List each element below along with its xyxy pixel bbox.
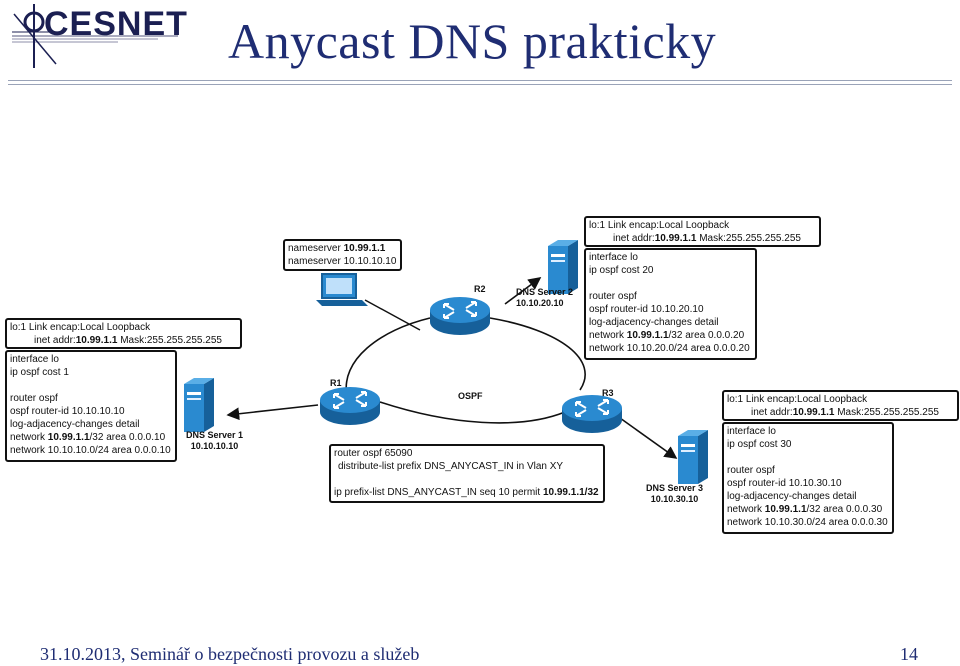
s3-rt4-ip: 10.99.1.1 — [764, 504, 807, 515]
s3-lo-head: lo:1 Link encap:Local Loopback — [727, 394, 868, 405]
s3-rt4-prefix: network — [727, 504, 765, 515]
s2-rt3: log-adjacency-changes detail — [589, 317, 719, 328]
s2-lo-inet-ip: 10.99.1.1 — [654, 233, 697, 244]
s2-rt5: network 10.10.20.0/24 area 0.0.0.20 — [589, 343, 750, 354]
s2-if2: ip ospf cost 20 — [589, 265, 654, 276]
ns1-ip: 10.99.1.1 — [343, 243, 386, 254]
server-2-name: DNS Server 2 — [516, 287, 574, 297]
link-client-r2 — [364, 299, 421, 331]
ns1-prefix: nameserver — [288, 243, 344, 254]
server-3-name: DNS Server 3 — [646, 483, 704, 493]
s1-rt4-ip: 10.99.1.1 — [47, 432, 90, 443]
r1-cfg-line2: distribute-list prefix DNS_ANYCAST_IN in… — [338, 461, 564, 472]
router-r3-icon — [561, 394, 623, 434]
s2-lo-head: lo:1 Link encap:Local Loopback — [589, 220, 730, 231]
s1-rt2: ospf router-id 10.10.10.10 — [10, 406, 125, 417]
footer-text: 31.10.2013, Seminář o bezpečnosti provoz… — [40, 644, 420, 664]
s1-lo-head: lo:1 Link encap:Local Loopback — [10, 322, 151, 333]
cesnet-logo-mark — [12, 4, 178, 68]
server-1-icon — [184, 378, 214, 432]
s2-lo-mask: Mask:255.255.255.255 — [696, 233, 801, 244]
s2-lo-inet-prefix: inet addr: — [613, 233, 655, 244]
router-r3-label: R3 — [602, 388, 614, 398]
s1-rt1: router ospf — [10, 393, 58, 404]
s1-if2: ip ospf cost 1 — [10, 367, 69, 378]
s3-rt1: router ospf — [727, 465, 775, 476]
server-1-label: DNS Server 1 10.10.10.10 — [186, 430, 243, 452]
cesnet-logo: CESNET — [8, 2, 188, 68]
s3-rt4-suffix: /32 area 0.0.0.30 — [806, 504, 883, 515]
s2-rt2: ospf router-id 10.10.20.10 — [589, 304, 704, 315]
s3-lo-inet-ip: 10.99.1.1 — [792, 407, 835, 418]
s2-rt4-prefix: network — [589, 330, 627, 341]
s2-if1: interface lo — [589, 252, 638, 263]
header-divider-2 — [8, 84, 952, 85]
s3-loopback-box: lo:1 Link encap:Local Loopback inet addr… — [722, 390, 959, 421]
s3-lo-mask: Mask:255.255.255.255 — [834, 407, 939, 418]
server-3-icon — [678, 430, 708, 484]
s1-lo-inet-prefix: inet addr: — [34, 335, 76, 346]
s1-lo-inet-ip: 10.99.1.1 — [75, 335, 118, 346]
s1-lo-mask: Mask:255.255.255.255 — [117, 335, 222, 346]
ns2-line: nameserver 10.10.10.10 — [288, 256, 397, 267]
header-divider — [8, 80, 952, 81]
s1-quagga-box: interface lo ip ospf cost 1 router ospf … — [5, 350, 177, 462]
s3-lo-inet-prefix: inet addr: — [751, 407, 793, 418]
s3-rt3: log-adjacency-changes detail — [727, 491, 857, 502]
r1-cfg-line3-prefix: ip prefix-list DNS_ANYCAST_IN seq 10 per… — [334, 487, 543, 498]
link-r2-r3 — [489, 317, 586, 391]
page-title: Anycast DNS prakticky — [228, 13, 717, 69]
s2-rt4-ip: 10.99.1.1 — [626, 330, 669, 341]
s1-if1: interface lo — [10, 354, 59, 365]
router-r1-icon — [319, 386, 381, 426]
s2-quagga-box: interface lo ip ospf cost 20 router ospf… — [584, 248, 757, 360]
s3-rt5: network 10.10.30.0/24 area 0.0.0.30 — [727, 517, 888, 528]
s1-rt3: log-adjacency-changes detail — [10, 419, 140, 430]
s1-rt4-suffix: /32 area 0.0.0.10 — [89, 432, 166, 443]
client-resolv-box: nameserver 10.99.1.1 nameserver 10.10.10… — [283, 239, 402, 271]
link-r2-s2 — [504, 277, 542, 305]
link-r3-s3 — [619, 417, 678, 459]
server-3-ip: 10.10.30.10 — [650, 494, 699, 504]
server-2-icon — [548, 240, 578, 294]
link-r1-r3 — [379, 401, 566, 424]
s3-rt2: ospf router-id 10.10.30.10 — [727, 478, 842, 489]
server-2-ip: 10.10.20.10 — [516, 298, 564, 308]
r1-config-box: router ospf 65090 distribute-list prefix… — [329, 444, 605, 503]
client-pc-icon — [316, 273, 368, 306]
ospf-label: OSPF — [458, 391, 483, 401]
link-r1-s1 — [226, 404, 319, 421]
logo-text: CESNET — [44, 5, 188, 43]
server-3-label: DNS Server 3 10.10.30.10 — [646, 483, 703, 505]
router-r2-label: R2 — [474, 284, 486, 294]
page-number: 14 — [900, 644, 918, 664]
s1-loopback-box: lo:1 Link encap:Local Loopback inet addr… — [5, 318, 242, 349]
s2-rt1: router ospf — [589, 291, 637, 302]
server-1-name: DNS Server 1 — [186, 430, 244, 440]
s3-quagga-box: interface lo ip ospf cost 30 router ospf… — [722, 422, 894, 534]
s3-if1: interface lo — [727, 426, 776, 437]
s3-if2: ip ospf cost 30 — [727, 439, 792, 450]
r1-cfg-line3-ip: 10.99.1.1/32 — [542, 487, 599, 498]
router-r2-icon — [429, 296, 491, 336]
server-1-ip: 10.10.10.10 — [190, 441, 239, 451]
s1-rt5: network 10.10.10.0/24 area 0.0.0.10 — [10, 445, 171, 456]
server-2-label: DNS Server 2 10.10.20.10 — [516, 287, 573, 309]
s2-loopback-box: lo:1 Link encap:Local Loopback inet addr… — [584, 216, 821, 247]
link-r1-r2 — [345, 317, 431, 397]
r1-cfg-line1: router ospf 65090 — [334, 448, 413, 459]
router-r1-label: R1 — [330, 378, 342, 388]
s2-rt4-suffix: /32 area 0.0.0.20 — [668, 330, 745, 341]
s1-rt4-prefix: network — [10, 432, 48, 443]
